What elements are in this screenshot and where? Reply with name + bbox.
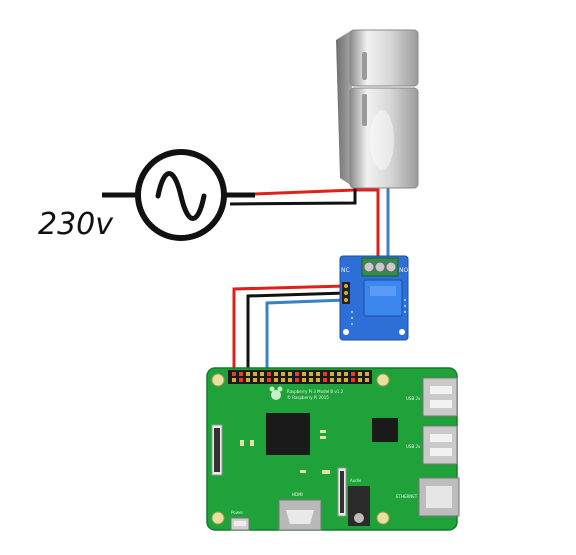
gpio-pin [351, 378, 355, 382]
gpio-pin [295, 378, 299, 382]
raspberry-pi-board: Raspberry Pi 3 Model B v1.2 © Raspberry … [206, 367, 460, 531]
source-red-wire [229, 188, 380, 262]
gpio-pin [274, 378, 278, 382]
gpio-header [228, 370, 372, 384]
relay-terminal-label-nc: NC [341, 267, 350, 274]
gpio-pin [253, 378, 257, 382]
gpio-pin [323, 372, 327, 376]
fridge-highlight [370, 110, 394, 170]
audio-label: Audio [350, 478, 362, 483]
gpio-pin [246, 372, 250, 376]
gpio-pin [274, 372, 278, 376]
relay-edge-pads [350, 298, 407, 326]
gpio-pin [232, 378, 236, 382]
gpio-pin [351, 372, 355, 376]
pi-mount-hole [211, 373, 225, 387]
relay-pin-header [342, 282, 350, 304]
gpio-pin [316, 372, 320, 376]
gpio-pin [260, 378, 264, 382]
gpio-pin [232, 372, 236, 376]
gpio-pin [330, 378, 334, 382]
smd-components [240, 430, 330, 474]
gpio-pin [281, 372, 285, 376]
ac-source: 230v [38, 149, 255, 242]
gpio-pin [288, 372, 292, 376]
relay-terminal-label-no: NO [399, 267, 408, 274]
hdmi-label: HDMI [292, 492, 303, 497]
gpio-pin [267, 378, 271, 382]
gpio-pin [295, 372, 299, 376]
gpio-pin [358, 372, 362, 376]
board-text-model: Raspberry Pi 3 Model B v1.2 [287, 389, 344, 394]
gpio-pin [302, 378, 306, 382]
fridge-freezer-door [349, 29, 419, 87]
raspberry-logo-icon [269, 386, 283, 400]
pi-mount-hole [376, 511, 390, 525]
gpio-pin [344, 378, 348, 382]
refrigerator [336, 29, 419, 189]
pi-mount-hole [376, 373, 390, 387]
ethernet-port [418, 477, 460, 517]
screw-terminal-no [385, 261, 397, 273]
gpio-pin [323, 378, 327, 382]
wires [229, 185, 390, 374]
gpio-pin [344, 372, 348, 376]
pi-blue-wire [265, 298, 347, 374]
board-text-copyright: © Raspberry Pi 2015 [287, 395, 329, 400]
audio-jack [348, 486, 370, 526]
gpio-pin [330, 372, 334, 376]
sine-wave-icon [155, 171, 207, 221]
power-label: Power [231, 510, 243, 515]
gpio-pin [358, 378, 362, 382]
relay-label-sticker [370, 286, 396, 296]
source-black-wire [229, 185, 357, 206]
relay-component [363, 279, 403, 317]
gpio-pin [246, 378, 250, 382]
screw-terminal-com [374, 261, 386, 273]
fridge-handle-icon [362, 94, 367, 126]
ethernet-label: ETHERNET [396, 494, 418, 499]
usb-port-2 [422, 425, 458, 465]
gpio-pin [309, 378, 313, 382]
usb-label-2: USB 2x [406, 444, 421, 449]
pi-mount-hole [211, 511, 225, 525]
soc-chip [266, 413, 310, 455]
hdmi-port [278, 499, 322, 531]
pi-black-wire [246, 291, 347, 374]
gpio-pin [365, 378, 369, 382]
fridge-side [336, 30, 352, 186]
gpio-pin [337, 372, 341, 376]
gpio-pin [239, 378, 243, 382]
freezer-handle-icon [362, 52, 367, 80]
gpio-pin [239, 372, 243, 376]
usb-lan-chip [372, 418, 398, 442]
gpio-pin [281, 378, 285, 382]
screw-terminal-nc [363, 261, 375, 273]
usb-port-1 [422, 377, 458, 417]
usb-label-1: USB 2x [406, 396, 421, 401]
gpio-pin [365, 372, 369, 376]
gpio-pin [302, 372, 306, 376]
gpio-pin [267, 372, 271, 376]
gpio-pin [316, 378, 320, 382]
gpio-pin [309, 372, 313, 376]
gpio-pin [260, 372, 264, 376]
voltage-label: 230v [38, 207, 114, 242]
gpio-pin [288, 378, 292, 382]
pi-red-wire [232, 284, 347, 374]
relay-module: NC NO [339, 255, 409, 341]
gpio-pin [253, 372, 257, 376]
gpio-pin [337, 378, 341, 382]
power-port [230, 517, 250, 531]
